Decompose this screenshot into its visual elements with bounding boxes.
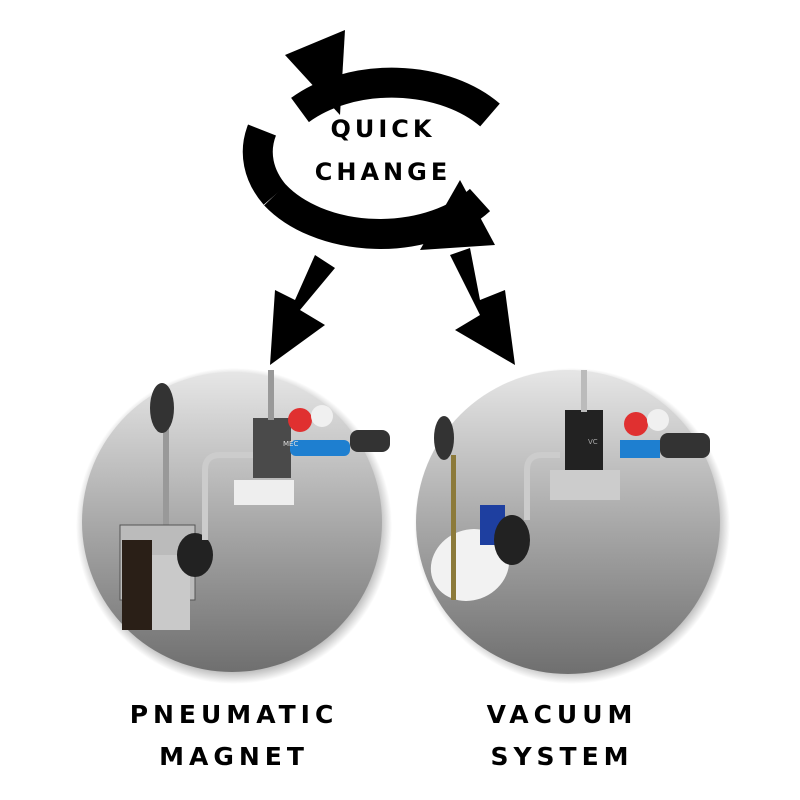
title-line-1: QUICK [330, 115, 436, 143]
option-label-system: SYSTEM [490, 742, 634, 771]
option-label-pneumatic: PNEUMATIC [129, 700, 339, 729]
option-label-vacuum: VACUUM [486, 700, 638, 729]
title-line-2: CHANGE [314, 158, 452, 186]
arrow-down-right-icon [450, 248, 515, 365]
arrow-down-left-icon [270, 255, 335, 365]
option-label-magnet: MAGNET [159, 742, 309, 771]
pneumatic-magnet-photo [76, 368, 392, 684]
vacuum-system-photo [414, 368, 730, 684]
device-brand-label: MEC [283, 440, 298, 448]
cycle-arrows-icon [242, 30, 500, 250]
device-brand-label: VC [588, 438, 598, 446]
